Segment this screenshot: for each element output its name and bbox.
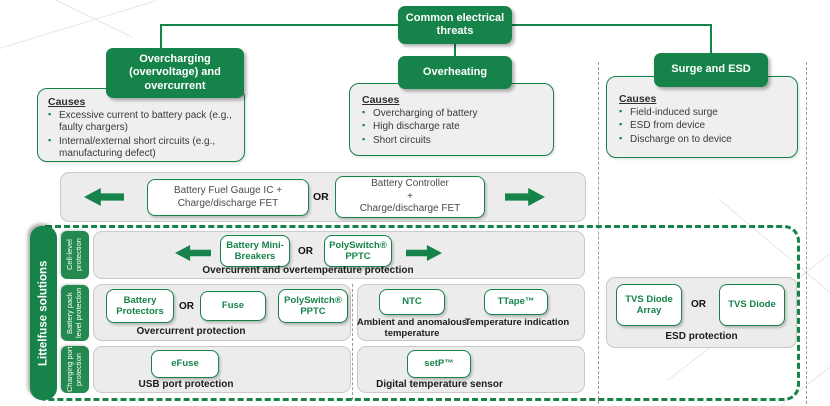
threat-overcharging-causes-panel: Causes Excessive current to battery pack… [37, 88, 245, 162]
cause-item: Discharge on to device [619, 133, 789, 146]
ntc-label: NTC [402, 296, 422, 308]
polyswitch-pptc-box: PolySwitch® PPTC [278, 289, 348, 323]
tab-cell-level-protection: Cell-level protection [61, 231, 89, 279]
ttape-caption: Temperature indication [464, 317, 570, 328]
causes-list: Excessive current to battery pack (e.g.,… [48, 109, 236, 161]
threat-surge-causes-panel: Causes Field-induced surge ESD from devi… [606, 76, 798, 158]
tvs-diode-label: TVS Diode [728, 299, 776, 311]
ntc-box: NTC [379, 289, 445, 315]
or-label: OR [298, 246, 313, 257]
cell-level-caption: Overcurrent and overtemperature protecti… [202, 265, 414, 276]
watermark-line [0, 0, 133, 38]
efuse-caption: USB port protection [138, 379, 234, 390]
littelfuse-solutions-label: Littelfuse solutions [37, 260, 50, 366]
cause-item: Excessive current to battery pack (e.g.,… [48, 109, 236, 135]
or-label: OR [179, 301, 194, 312]
cause-item: Overcharging of battery [362, 107, 545, 120]
threat-overheating-header: Overheating [398, 56, 512, 89]
root-threats-label: Common electrical threats [405, 11, 505, 37]
cause-item: Internal/external short circuits (e.g., … [48, 135, 236, 161]
battery-mini-breakers-box: Battery Mini-Breakers [220, 235, 290, 267]
ttape-box: TTape™ [484, 289, 548, 315]
battery-fuel-gauge-box: Battery Fuel Gauge IC + Charge/discharge… [147, 179, 309, 216]
cause-item: High discharge rate [362, 120, 545, 133]
connector-vertical-right [710, 24, 712, 55]
battery-controller-box: Battery Controller + Charge/discharge FE… [335, 176, 485, 218]
littelfuse-solutions-bar: Littelfuse solutions [30, 226, 57, 400]
usb-port-panel [93, 346, 351, 393]
threat-overcharging-title: Overcharging (overvoltage) and overcurre… [129, 52, 221, 92]
battery-controller-label: Battery Controller + Charge/discharge FE… [359, 178, 461, 215]
cause-item: Field-induced surge [619, 106, 789, 119]
threat-surge-title: Surge and ESD [671, 63, 751, 76]
column-divider-right [806, 62, 807, 404]
efuse-box: eFuse [151, 350, 219, 378]
column-divider-left [598, 62, 599, 404]
battery-protectors-label: Battery Protectors [116, 294, 164, 317]
causes-list: Overcharging of battery High discharge r… [362, 107, 545, 147]
battery-fuel-gauge-label: Battery Fuel Gauge IC + Charge/discharge… [173, 185, 283, 209]
tab-label: Cell-level protection [65, 238, 83, 272]
efuse-label: eFuse [171, 358, 199, 370]
tvs-diode-array-box: TVS Diode Array [616, 284, 682, 326]
digital-temp-panel [357, 346, 585, 393]
battery-mini-breakers-label: Battery Mini-Breakers [226, 239, 284, 262]
setp-caption: Digital temperature sensor [376, 379, 503, 390]
tvs-diode-box: TVS Diode [719, 284, 785, 326]
or-label: OR [313, 191, 329, 203]
tab-label: Battery pack level protection [65, 287, 83, 339]
fuse-box: Fuse [200, 291, 266, 321]
threat-overcharging-header: Overcharging (overvoltage) and overcurre… [106, 48, 244, 98]
polyswitch-pptc-label: PolySwitch® PPTC [284, 294, 342, 317]
tab-label: Charging port protection [65, 346, 83, 393]
cause-item: ESD from device [619, 119, 789, 132]
causes-heading: Causes [362, 94, 400, 106]
tab-charging-port-protection: Charging port protection [61, 346, 89, 393]
fuse-label: Fuse [221, 300, 245, 312]
esd-protection-caption: ESD protection [665, 331, 738, 342]
ntc-caption: Ambient and anomalous temperature [356, 317, 468, 339]
connector-vertical-left [160, 24, 162, 51]
connector-vertical-center [454, 40, 456, 58]
tvs-diode-array-label: TVS Diode Array [625, 293, 673, 316]
polyswitch-pptc-box: PolySwitch® PPTC [324, 235, 392, 267]
cause-item: Short circuits [362, 134, 545, 147]
causes-heading: Causes [619, 93, 657, 105]
threat-overheating-title: Overheating [422, 65, 488, 78]
setp-label: setP™ [424, 358, 454, 370]
tab-battery-pack-level-protection: Battery pack level protection [61, 285, 89, 341]
pack-overcurrent-caption: Overcurrent protection [136, 326, 246, 337]
causes-list: Field-induced surge ESD from device Disc… [619, 106, 789, 146]
threat-surge-header: Surge and ESD [654, 53, 768, 87]
or-label: OR [691, 299, 706, 310]
root-threats-box: Common electrical threats [398, 6, 512, 44]
battery-protectors-box: Battery Protectors [106, 289, 174, 323]
threat-overheating-causes-panel: Causes Overcharging of battery High disc… [349, 83, 554, 156]
ttape-label: TTape™ [497, 296, 535, 308]
row-divider [352, 284, 353, 400]
causes-heading: Causes [48, 96, 86, 108]
setp-box: setP™ [407, 350, 471, 378]
polyswitch-pptc-label: PolySwitch® PPTC [329, 239, 387, 262]
